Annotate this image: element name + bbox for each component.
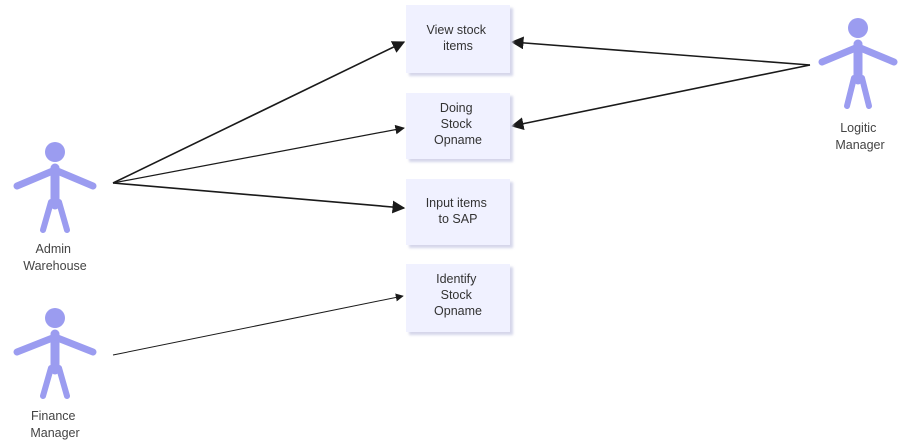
association-logistic-view: [510, 36, 811, 66]
use-case-label: Opname: [434, 133, 482, 147]
svg-text:Admin Warehouse: Admin Warehouse: [23, 242, 87, 273]
actor-label: Manager: [30, 426, 79, 440]
association-logistic-doing: [510, 64, 811, 130]
use-case-label: Identify: [436, 272, 477, 286]
use-case-identify-stock-opname: Identify Stock Opname: [406, 264, 513, 335]
person-icon: [818, 18, 898, 109]
associations: [112, 36, 811, 356]
actor-label: Logitic: [840, 121, 876, 135]
person-icon: [13, 308, 97, 399]
actor-finance-manager: Finance Manager: [13, 308, 97, 440]
use-case-label: Input items: [426, 196, 487, 210]
svg-text:Logitic Manager: Logitic Manager: [835, 121, 884, 152]
use-case-label: View stock: [427, 23, 487, 37]
svg-text:Finance Manager: Finance Manager: [30, 409, 79, 440]
use-case-label: items: [443, 39, 473, 53]
actor-label: Finance: [31, 409, 76, 423]
association-admin-input: [112, 182, 406, 214]
actor-label: Manager: [835, 138, 884, 152]
actor-admin-warehouse: Admin Warehouse: [13, 142, 97, 273]
svg-text:View stock items: View stock items: [427, 23, 490, 53]
use-case-view-stock-items: View stock items: [406, 5, 513, 76]
actor-logitic-manager: Logitic Manager: [818, 18, 898, 152]
use-case-label: Stock: [441, 117, 473, 131]
use-case-input-items-to-sap: Input items to SAP: [406, 179, 513, 248]
actor-label: Admin: [36, 242, 71, 256]
use-case-doing-stock-opname: Doing Stock Opname: [406, 93, 513, 162]
svg-text:Input items to SAP: Input items to SAP: [426, 196, 491, 226]
actor-label: Warehouse: [23, 259, 87, 273]
association-admin-view: [112, 41, 406, 184]
use-case-label: Doing: [440, 101, 473, 115]
association-admin-doing: [112, 124, 405, 184]
svg-text:Identify Stock Opn: Identify Stock Opname: [434, 272, 482, 318]
svg-text:Doing Stock Opname: Doing Stock Opname: [434, 101, 482, 147]
use-case-label: Stock: [441, 288, 473, 302]
use-case-label: to SAP: [439, 212, 478, 226]
association-finance-identify: [112, 293, 404, 356]
use-case-label: Opname: [434, 304, 482, 318]
person-icon: [13, 142, 97, 233]
